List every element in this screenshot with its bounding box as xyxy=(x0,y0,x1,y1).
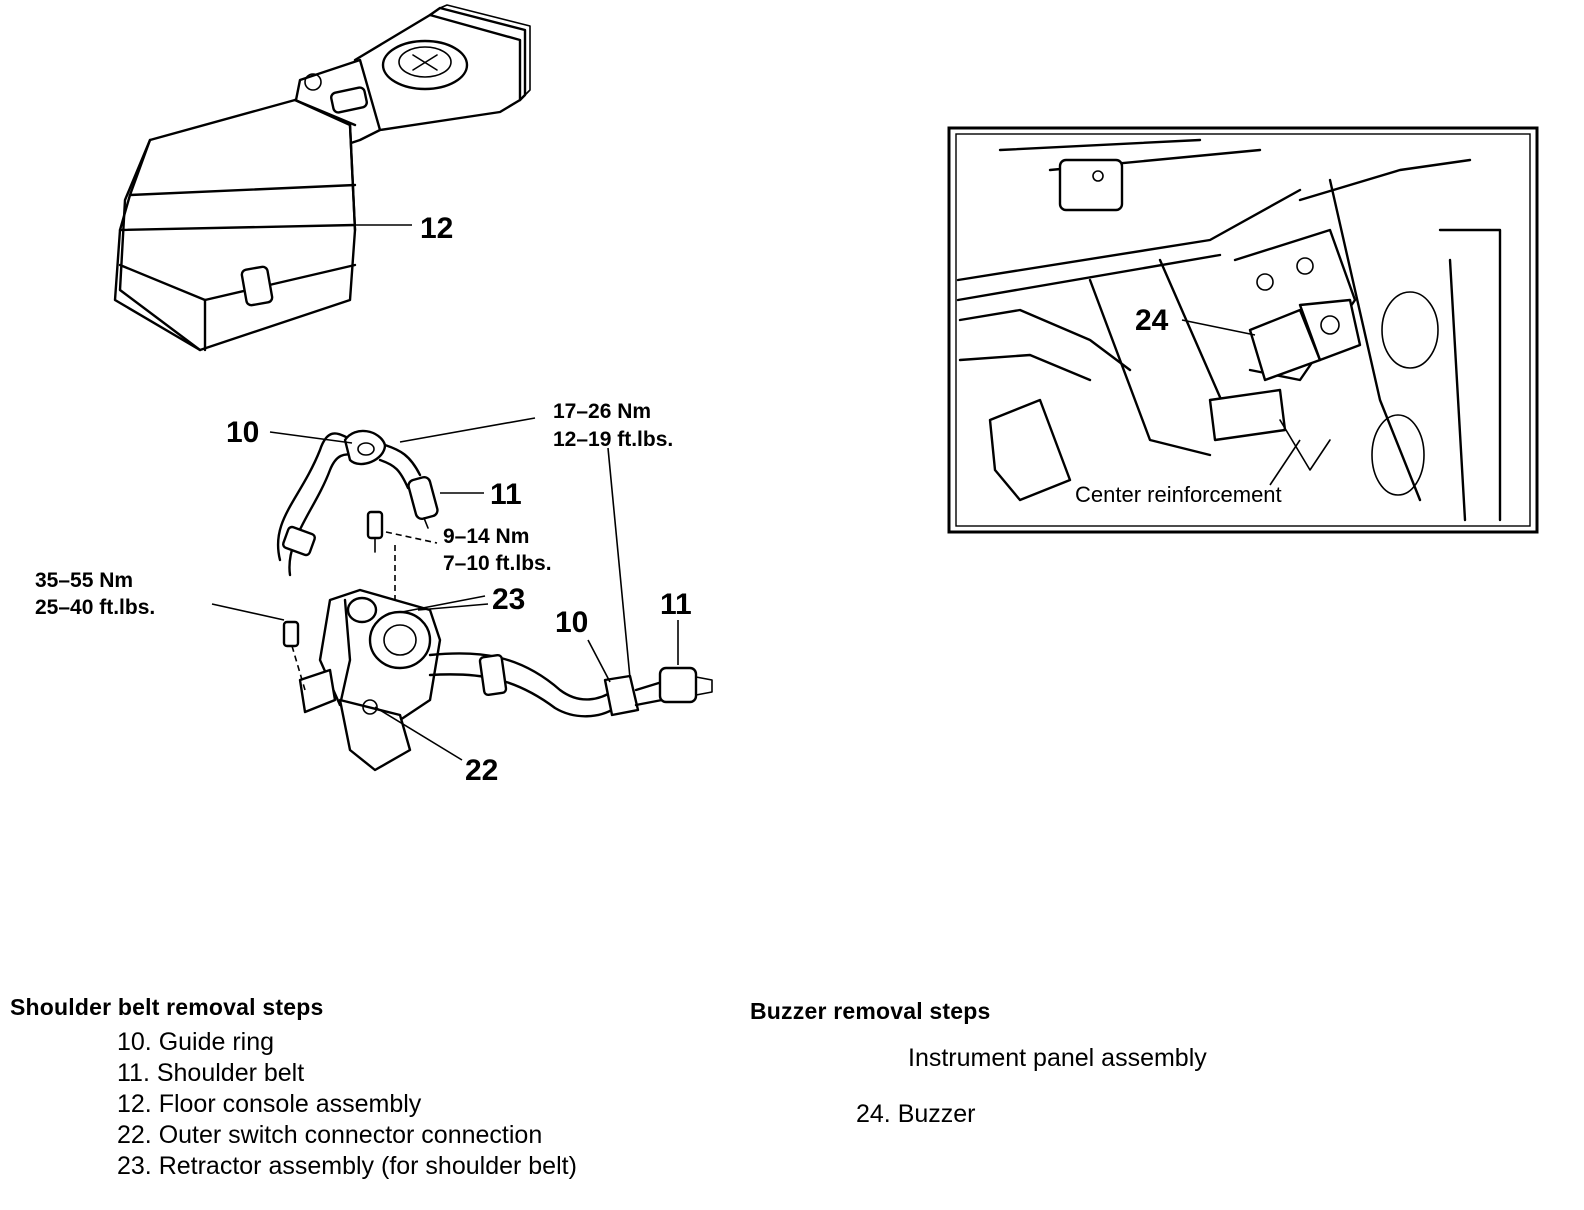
callout-24: 24 xyxy=(1135,304,1169,337)
buzzer-steps-title: Buzzer removal steps xyxy=(750,998,991,1024)
torque-top-nm: 17–26 Nm xyxy=(553,400,651,423)
torque-mid-nm: 9–14 Nm xyxy=(443,525,529,548)
buzzer-pre-step: Instrument panel assembly xyxy=(908,1044,1207,1072)
list-item: 22. Outer switch connector connection xyxy=(117,1121,543,1149)
list-item: 10. Guide ring xyxy=(117,1028,275,1056)
buzzer-steps: Buzzer removal steps Instrument panel as… xyxy=(750,998,1450,1130)
callout-11-top: 11 xyxy=(490,478,522,511)
callout-10-right: 10 xyxy=(555,606,588,639)
shoulder-steps-list: 10. Guide ring 11. Shoulder belt 12. Flo… xyxy=(117,1027,730,1182)
list-item: 12. Floor console assembly xyxy=(117,1090,422,1118)
callout-22: 22 xyxy=(465,754,498,787)
callout-11-right: 11 xyxy=(660,588,692,621)
floor-console-drawing xyxy=(113,4,531,352)
torque-left-ft: 25–40 ft.lbs. xyxy=(35,596,155,619)
callout-10-top: 10 xyxy=(226,416,259,449)
shoulder-belt-steps: Shoulder belt removal steps 10. Guide ri… xyxy=(10,994,730,1182)
torque-mid-ft: 7–10 ft.lbs. xyxy=(443,552,552,575)
shoulder-steps-title: Shoulder belt removal steps xyxy=(10,994,324,1020)
buzzer-inset xyxy=(947,126,1539,534)
buzzer-step-24: 24. Buzzer xyxy=(856,1100,976,1128)
center-reinforcement-label: Center reinforcement xyxy=(1075,482,1282,507)
torque-top-ft: 12–19 ft.lbs. xyxy=(553,428,673,451)
callout-12: 12 xyxy=(420,212,453,245)
list-item: 23. Retractor assembly (for shoulder bel… xyxy=(117,1152,577,1180)
callout-23: 23 xyxy=(492,583,525,616)
shoulder-belt-drawing xyxy=(211,417,713,772)
torque-left-nm: 35–55 Nm xyxy=(35,569,133,592)
list-item: 11. Shoulder belt xyxy=(117,1059,305,1087)
